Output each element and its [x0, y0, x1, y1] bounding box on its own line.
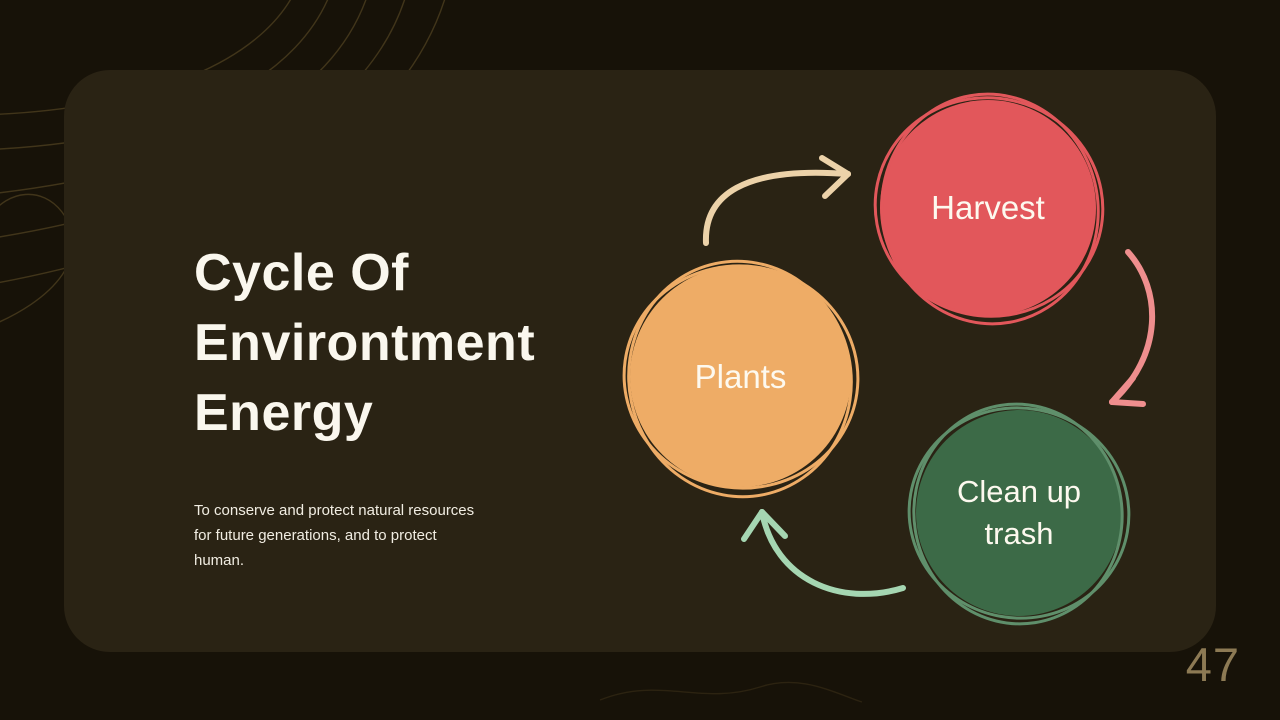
node-label-plants: Plants	[694, 357, 787, 395]
contour-line	[0, 193, 74, 323]
slide-title: Cycle Of Environtment Energy	[194, 244, 536, 442]
contour-line	[599, 681, 863, 703]
node-label-clean-up-trash: Clean up trash	[956, 474, 1082, 551]
node-label-harvest: Harvest	[931, 189, 1045, 226]
cycle-node-clean-up-trash: Clean up trash	[916, 410, 1122, 616]
slide-description: To conserve and protect natural resource…	[194, 502, 475, 569]
page-number: 47	[1185, 638, 1240, 691]
cycle-node-plants: Plants	[630, 266, 851, 487]
cycle-node-harvest: Harvest	[880, 100, 1096, 316]
